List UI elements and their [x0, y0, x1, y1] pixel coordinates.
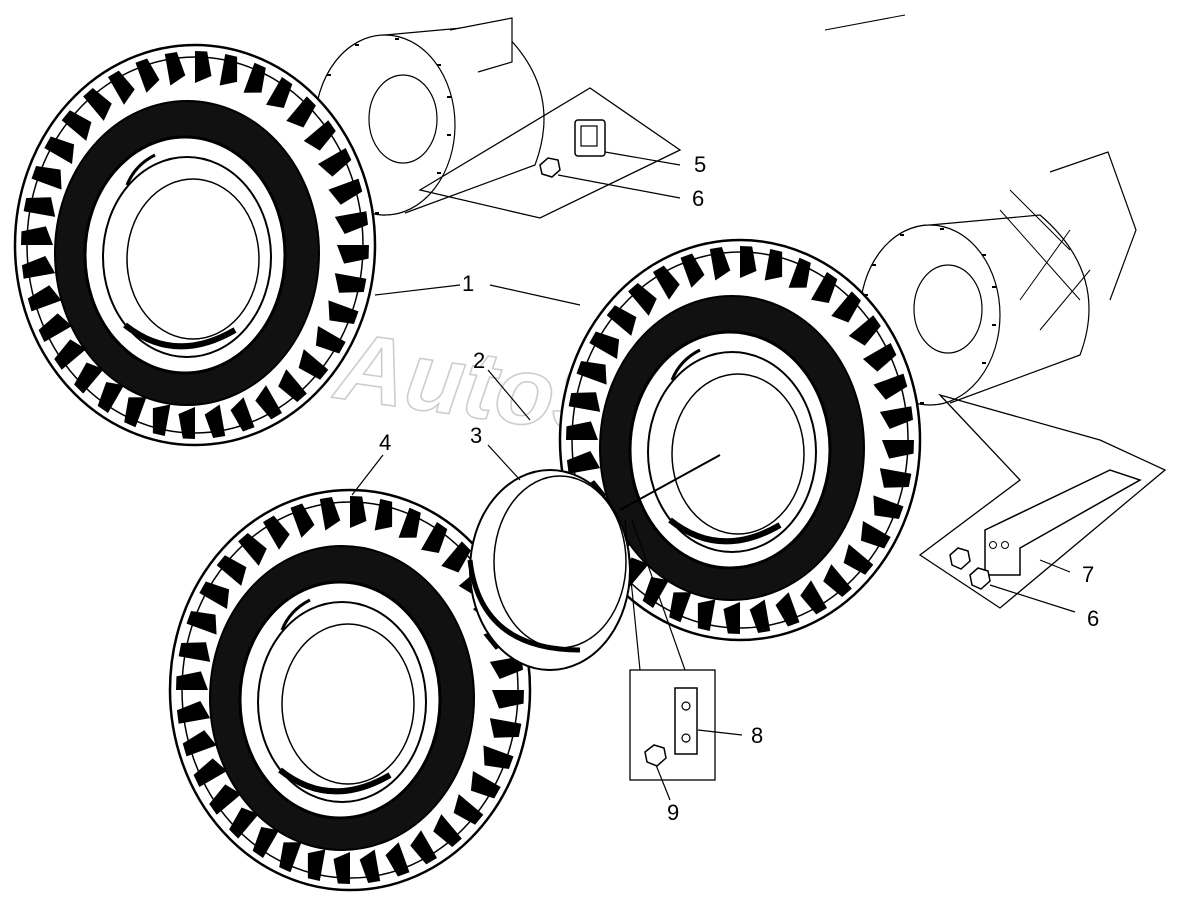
valve-part-2	[619, 454, 721, 511]
nut-part-6-right-a	[949, 547, 971, 570]
detail-box-bottom	[624, 519, 716, 781]
bracket-part-7	[984, 469, 1142, 576]
callout-7: 7	[1082, 562, 1094, 587]
detail-box-top	[418, 87, 682, 219]
callout-2: 2	[473, 348, 485, 373]
callout-5: 5	[694, 152, 706, 177]
nut-part-6-right-b	[969, 567, 991, 590]
hub-top-left	[314, 14, 906, 216]
tire-top-left	[15, 45, 375, 445]
nut-part-9	[644, 744, 667, 767]
callout-3: 3	[470, 423, 482, 448]
callout-4: 4	[379, 430, 391, 455]
leader-lines	[351, 284, 1076, 801]
rim-ring-part-3	[467, 469, 631, 671]
nut-part-6-top	[539, 157, 561, 178]
callout-1: 1	[462, 271, 474, 296]
hub-top-left-shaft	[449, 17, 513, 73]
detail-box-right	[918, 393, 1167, 609]
hub-right-shaft	[1049, 151, 1137, 301]
callout-6-top: 6	[692, 186, 704, 211]
hub-right-fins	[999, 189, 1091, 331]
callout-6-right: 6	[1087, 606, 1099, 631]
callout-8: 8	[751, 723, 763, 748]
plate-part-8	[674, 687, 698, 755]
callout-9: 9	[667, 800, 679, 825]
